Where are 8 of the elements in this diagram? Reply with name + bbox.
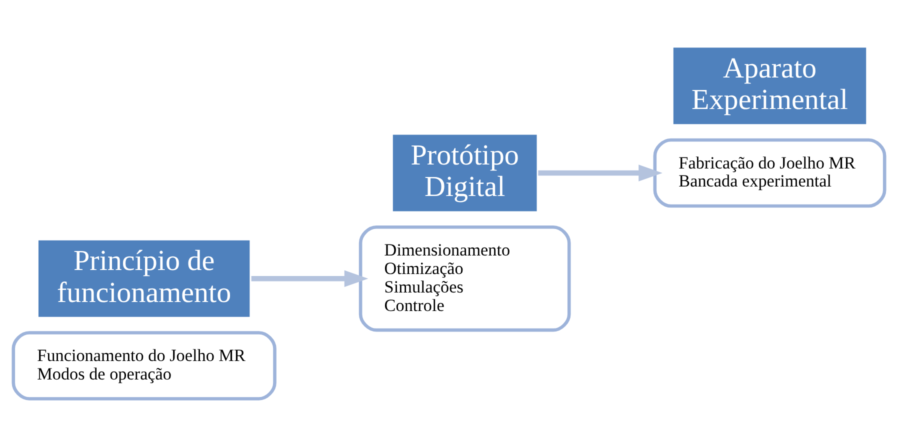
arrow [538, 164, 662, 182]
node-box: Aparato Experimental [670, 44, 869, 127]
arrow [251, 270, 368, 287]
node-box: Princípio de funcionamento [36, 238, 252, 320]
node-box: Fabricação do Joelho MR Bancada experimental [653, 138, 886, 208]
node-box: Funcionamento do Joelho MR Modos de operação [12, 331, 276, 400]
node-box: Protótipo Digital [390, 132, 540, 214]
node-box: Dimensionamento Otimização Simulações Controle [358, 225, 571, 332]
